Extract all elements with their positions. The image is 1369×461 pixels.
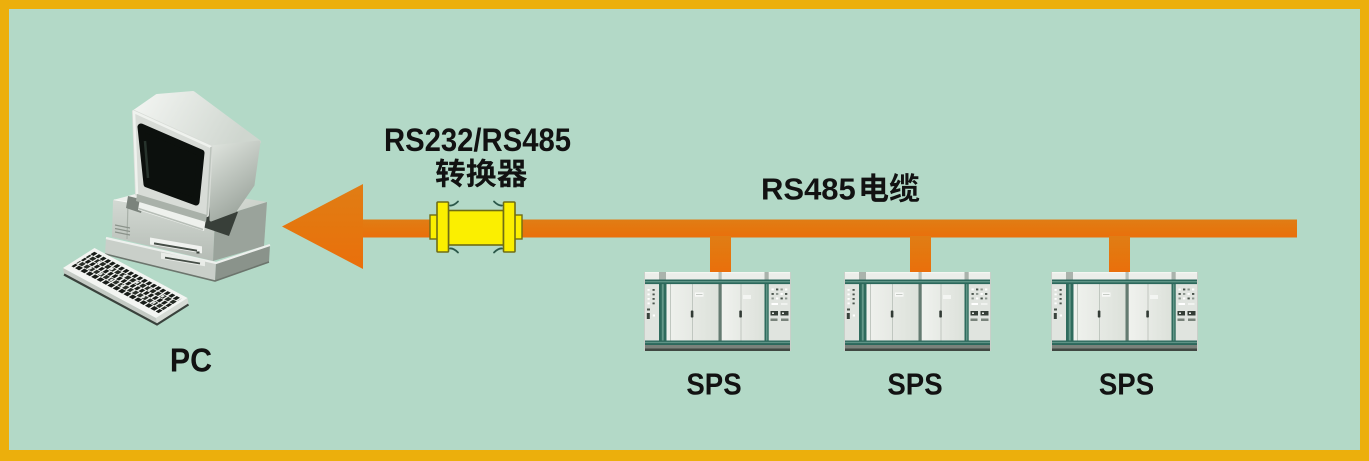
converter-label-line1: RS232/RS485 [384, 123, 571, 158]
converter-body [447, 209, 505, 246]
converter [429, 200, 523, 254]
converter-flange-left [436, 201, 450, 253]
sps-label-2: SPS [887, 367, 942, 402]
cable-label-cjk [861, 173, 920, 203]
sps-cabinet-2 [844, 272, 991, 351]
pc-illustration [63, 91, 271, 326]
bus-arrowhead [282, 184, 363, 269]
bus-drop-1 [710, 236, 731, 272]
converter-flange-right [502, 201, 516, 253]
bus-drop-2 [910, 236, 931, 272]
pc-keyboard [63, 248, 190, 326]
sps-label-3: SPS [1099, 367, 1154, 402]
bus-line [356, 219, 1297, 238]
pc-label: PC [170, 341, 212, 378]
sps-cabinet-1 [644, 272, 791, 351]
labels: RS232/RS485 RS485 PC SPS SPS SPS [170, 123, 1154, 402]
converter-corner-ticks [449, 200, 503, 254]
rs485-bus [282, 184, 1297, 272]
sps-label-1: SPS [686, 367, 741, 402]
converter-label-line2 [435, 158, 527, 188]
cable-label-latin: RS485 [761, 172, 856, 207]
pc-monitor [132, 91, 261, 222]
bus-drop-3 [1109, 236, 1130, 272]
sps-cabinet-3 [1051, 272, 1198, 351]
